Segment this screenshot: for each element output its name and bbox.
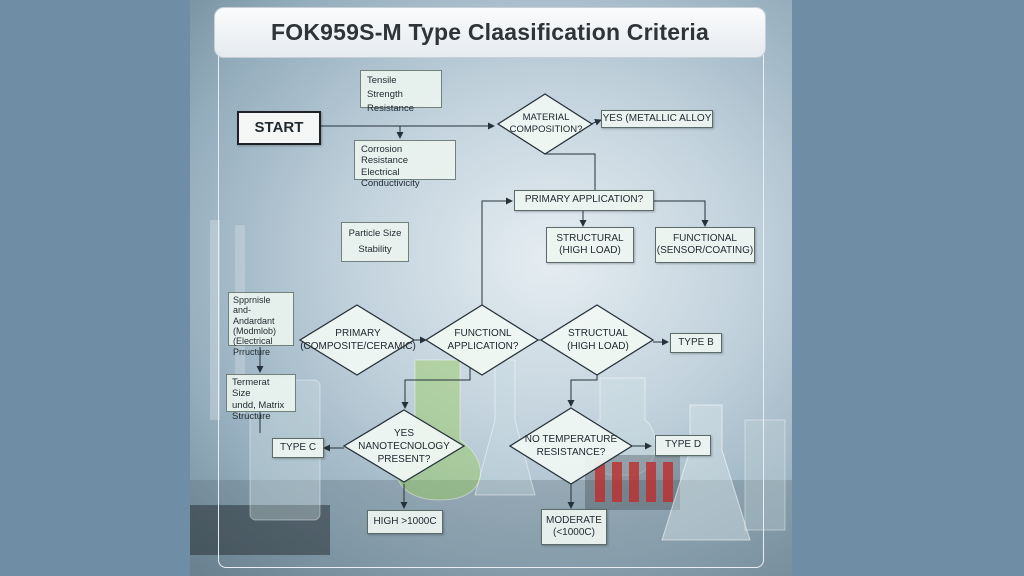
- material-composition-text: MATERIAL COMPOSITION?: [503, 106, 589, 142]
- left-background-band: [0, 0, 190, 576]
- note-termerat-line-3: Structure: [232, 411, 271, 423]
- note-spprnisle-line-2: Andardant: [233, 315, 275, 326]
- edge-structual-to-temperature: [567, 375, 598, 407]
- note-spprnisle-line-5: Prructure: [233, 346, 271, 357]
- temperature-resistance-text: NO TEMPERATURE RESISTANCE?: [524, 424, 618, 468]
- note-spprnisle-line-4: (Electrical: [233, 336, 273, 347]
- moderate-temp-label: MODERATE (<1000C): [546, 514, 602, 539]
- functional-sensor-node: FUNCTIONAL (SENSOR/COATING): [655, 227, 755, 263]
- yes-metallic-label: YES (METALLIC ALLOY: [602, 112, 712, 124]
- diamond-functional-application: [424, 304, 540, 376]
- diamond-temperature-resistance: [508, 407, 634, 485]
- diagram-title: FOK959S-M Type Claasification Criteria: [271, 19, 709, 45]
- primary-application-node: PRIMARY APPLICATION?: [514, 190, 654, 211]
- note-particle-size: Particle Size Stability: [341, 222, 409, 262]
- note-spprnisle: Spprnisle and- Andardant (Modmlob) (Elec…: [228, 292, 294, 357]
- diamond-structual-high-load: [539, 304, 655, 376]
- edge-functional-app-to-primary-app: [481, 197, 513, 305]
- primary-composite-label: PRIMARY (COMPOSITE/CERAMIC): [300, 328, 416, 352]
- type-b-node: TYPE B: [670, 333, 722, 353]
- note-termerat-line-1: Termerat Size: [232, 377, 270, 400]
- start-label: START: [254, 118, 304, 136]
- functional-application-text: FUNCTIONL APPLICATION?: [440, 322, 526, 358]
- note-tensile-strength: Tensile Strength Resistance: [360, 70, 442, 114]
- note-corrosion-line-3: Conductivicity: [361, 178, 420, 190]
- note-spprnisle-line-3: (Modmlob): [233, 326, 277, 337]
- temperature-resistance-label: NO TEMPERATURE RESISTANCE?: [524, 434, 618, 458]
- moderate-temp-node: MODERATE (<1000C): [541, 509, 607, 545]
- type-c-node: TYPE C: [272, 438, 324, 458]
- title-banner: FOK959S-M Type Claasification Criteria: [214, 7, 766, 58]
- primary-application-label: PRIMARY APPLICATION?: [524, 194, 644, 206]
- note-particle-line-1: Particle Size: [348, 228, 402, 239]
- type-d-node: TYPE D: [655, 435, 711, 456]
- diamond-material-composition: [496, 93, 594, 155]
- edge-primary-app-to-functional: [654, 200, 709, 227]
- note-corrosion-line-2: Electrical: [361, 166, 400, 178]
- diamond-nanotechnology: [342, 409, 466, 483]
- material-composition-label: MATERIAL COMPOSITION?: [509, 111, 583, 135]
- right-background-band: [792, 0, 1024, 576]
- note-particle-line-2: Stability: [358, 244, 392, 256]
- type-c-label: TYPE C: [279, 441, 317, 453]
- note-termerat-line-2: undd, Matrix: [232, 399, 285, 411]
- diamond-primary-composite: [298, 304, 416, 376]
- edge-material-to-yes: [590, 118, 602, 126]
- nanotechnology-label: YES NANOTECNOLOGY PRESENT?: [358, 427, 450, 465]
- note-termerat-size: Termerat Size undd, Matrix Structure: [226, 374, 296, 422]
- type-d-label: TYPE D: [664, 439, 702, 451]
- edge-material-to-primary-app: [545, 153, 596, 190]
- note-spprnisle-line-1: Spprnisle and-: [233, 295, 271, 316]
- yes-metallic-alloy-node: YES (METALLIC ALLOY: [601, 110, 713, 128]
- high-temp-node: HIGH >1000C: [367, 510, 443, 534]
- high-temp-label: HIGH >1000C: [373, 515, 437, 527]
- primary-composite-text: PRIMARY (COMPOSITE/CERAMIC): [300, 322, 416, 358]
- structual-high-load-label: STRUCTUAL (HIGH LOAD): [567, 328, 629, 352]
- note-tensile-line-1: Tensile Strength: [367, 75, 403, 100]
- functional-sensor-label: FUNCTIONAL (SENSOR/COATING): [656, 232, 754, 257]
- start-node: START: [237, 111, 321, 145]
- note-tensile-line-2: Resistance: [367, 102, 414, 114]
- structual-high-load-text: STRUCTUAL (HIGH LOAD): [556, 322, 640, 358]
- nanotechnology-text: YES NANOTECNOLOGY PRESENT?: [356, 424, 452, 468]
- structural-high-load-node: STRUCTURAL (HIGH LOAD): [546, 227, 634, 263]
- structural-high-load-label: STRUCTURAL (HIGH LOAD): [556, 232, 624, 257]
- type-b-label: TYPE B: [678, 336, 714, 348]
- note-corrosion-line-1: Corrosion Resistance: [361, 144, 408, 167]
- functional-application-label: FUNCTIONL APPLICATION?: [447, 328, 519, 352]
- edge-functional-to-nano: [401, 366, 471, 409]
- note-corrosion-resistance: Corrosion Resistance Electrical Conducti…: [354, 140, 456, 189]
